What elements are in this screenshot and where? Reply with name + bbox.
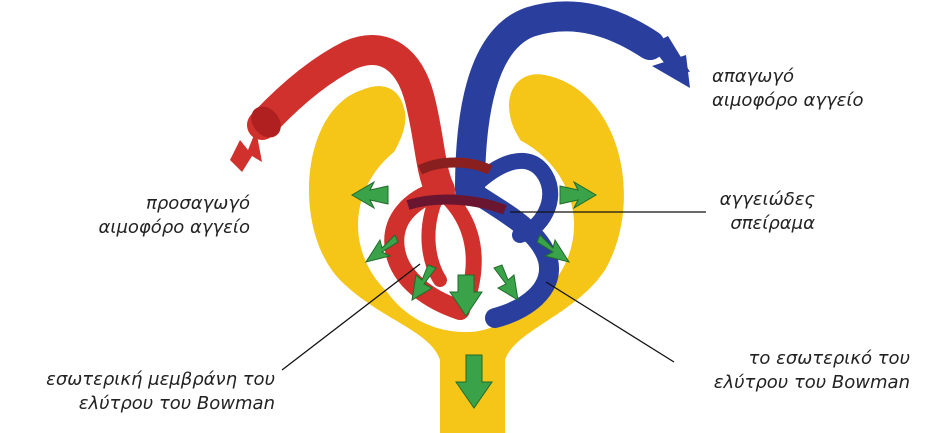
efferent-label-line2: αιμοφόρο αγγείο (712, 89, 863, 113)
capsule-interior-leader-line (546, 282, 674, 362)
inner-membrane-label-line1: εσωτερική μεμβράνη του (46, 368, 275, 392)
efferent-vessel-label: απαγωγό αιμοφόρο αγγείο (712, 65, 863, 113)
inner-membrane-label-line2: ελύτρου του Bowman (46, 392, 275, 416)
afferent-label-line1: προσαγωγό (99, 192, 250, 216)
capsule-interior-label-line1: το εσωτερικό του (714, 347, 910, 371)
afferent-label-line2: αιμοφόρο αγγείο (99, 216, 250, 240)
afferent-vessel-label: προσαγωγό αιμοφόρο αγγείο (99, 192, 250, 240)
glomerulus-label: αγγειώδες σπείραμα (720, 188, 815, 236)
inner-membrane-label: εσωτερική μεμβράνη του ελύτρου του Bowma… (46, 368, 275, 416)
glomerulus-label-line1: αγγειώδες (720, 188, 815, 212)
efferent-label-line1: απαγωγό (712, 65, 863, 89)
glomerulus-label-line2: σπείραμα (720, 212, 815, 236)
efferent-direction-arrow (652, 55, 690, 88)
capsule-interior-label-line2: ελύτρου του Bowman (714, 371, 910, 395)
capsule-interior-label: το εσωτερικό του ελύτρου του Bowman (714, 347, 910, 395)
